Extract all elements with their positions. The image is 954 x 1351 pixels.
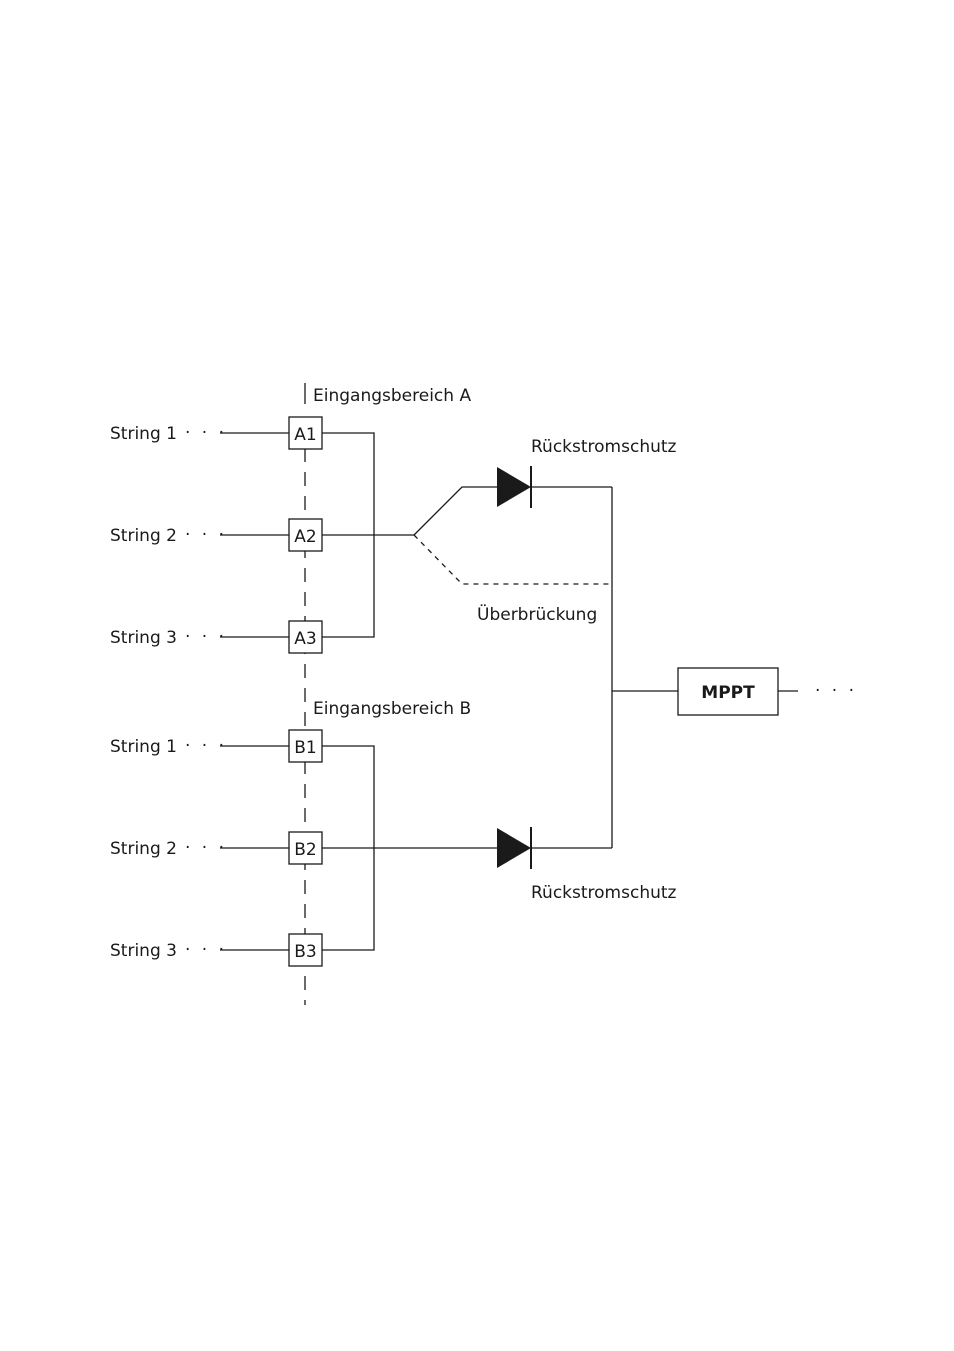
- group-b-title: Eingangsbereich B: [313, 699, 471, 719]
- diode-a-label: Rückstromschutz: [531, 437, 677, 457]
- output-ellipsis: · · ·: [815, 681, 857, 701]
- input-label-b2: B2: [294, 840, 316, 860]
- string-label-a2: String 2: [110, 526, 177, 546]
- diode-a-icon: [497, 467, 531, 507]
- input-label-a2: A2: [294, 527, 316, 547]
- string-label-b2: String 2: [110, 839, 177, 859]
- input-box-b3: [288, 933, 323, 967]
- input-label-a1: A1: [294, 425, 316, 445]
- string-ellipsis-a1: · · ·: [185, 423, 227, 443]
- mppt-label: MPPT: [701, 683, 755, 703]
- string-label-b3: String 3: [110, 941, 177, 961]
- diode-a-feed: [413, 486, 497, 536]
- string-ellipsis-b2: · · ·: [185, 838, 227, 858]
- bypass-wire: [413, 534, 612, 585]
- string-ellipsis-a3: · · ·: [185, 627, 227, 647]
- string-label-a1: String 1: [110, 424, 177, 444]
- string-ellipsis-b1: · · ·: [185, 736, 227, 756]
- bypass-label: Überbrückung: [477, 603, 597, 625]
- string-ellipsis-a2: · · ·: [185, 525, 227, 545]
- string-ellipsis-b3: · · ·: [185, 940, 227, 960]
- group-a-title: Eingangsbereich A: [313, 386, 471, 406]
- diode-b-icon: [497, 828, 531, 868]
- string-label-b1: String 1: [110, 737, 177, 757]
- input-label-b3: B3: [294, 942, 316, 962]
- string-label-a3: String 3: [110, 628, 177, 648]
- input-box-a2: [288, 518, 323, 552]
- input-label-a3: A3: [294, 629, 316, 649]
- input-label-b1: B1: [294, 738, 316, 758]
- diode-b-label: Rückstromschutz: [531, 883, 677, 903]
- mppt-box: [677, 667, 779, 716]
